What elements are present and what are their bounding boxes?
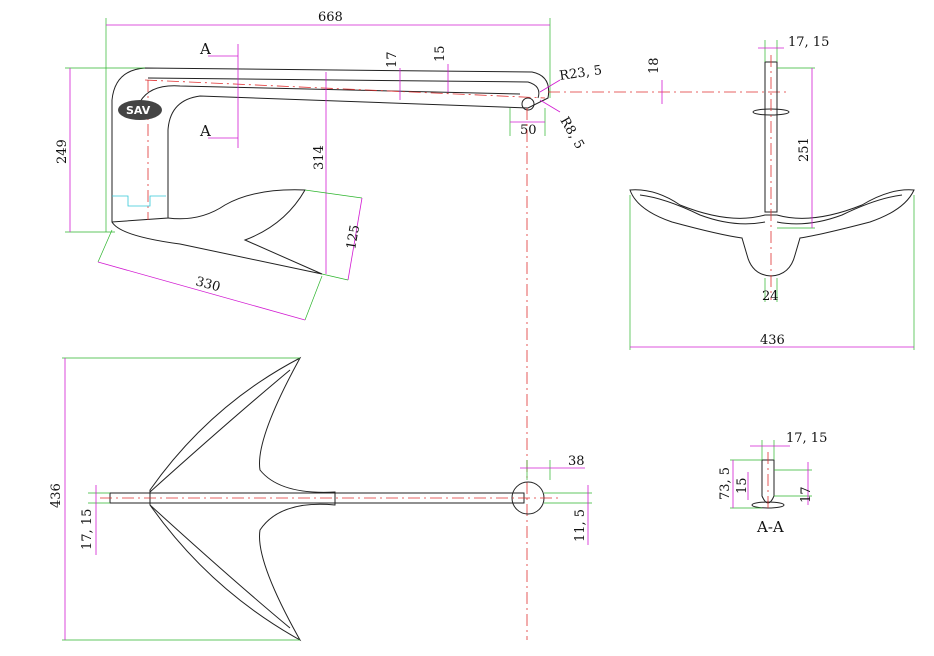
fluke-outline [111,189,323,275]
dim-radius-inner-label: R8, 5 [557,115,587,152]
section-dim-total-label: 73, 5 [718,467,733,500]
dim-tip-label: 50 [520,123,537,138]
shank-outline [111,67,550,223]
section-dim-side-label: 17 [799,486,814,503]
top-dim-width-label: 17, 15 [80,509,95,550]
dim-height-label: 249 [55,139,70,164]
dim-shank-thick-label: 17 [385,51,400,68]
brand-logo: SAV [118,100,162,120]
side-view: SAV 668 A A 249 314 17 15 R23, 5 R8, 5 [55,10,603,321]
dim-radius-outer-label: R23, 5 [558,63,603,84]
top-view: 436 17, 15 38 11, 5 [49,356,592,642]
top-dim-span-label: 436 [49,483,64,508]
section-mark-top: A [199,40,211,58]
top-dim-eye-offset-label: 11, 5 [573,509,588,542]
shackle-eye [521,97,535,111]
dim-fluke-len-label: 330 [194,274,222,295]
section-dim-inner-label: 15 [735,477,750,494]
side-centerline [144,79,546,99]
dim-fluke-height-line [347,197,363,281]
section-title: A-A [756,518,784,536]
shank-inner-curve [139,85,521,103]
dim-fluke-height-label: 125 [344,224,363,251]
top-dim-eye-label: 38 [568,454,585,469]
section-dim-width-label: 17, 15 [786,431,827,446]
front-dim-height-label: 251 [797,137,812,162]
svg-text:SAV: SAV [126,104,151,117]
dim-depth-label: 314 [312,145,327,170]
section-view: 17, 15 73, 5 15 17 A-A [718,431,827,536]
front-dim-span-label: 436 [760,333,785,348]
section-mark-bottom: A [199,122,211,140]
shank-inner-line [147,77,540,99]
dim-shank-taper-label: 15 [433,45,448,62]
front-dim-width-label: 17, 15 [788,35,829,50]
front-fluke-outline [629,189,915,277]
dim-length-label: 668 [318,10,343,25]
front-view: 17, 15 18 251 24 436 [629,35,915,350]
top-fluke-outline [149,356,336,642]
front-dim-offset-label: 18 [647,57,662,74]
front-dim-keel-label: 24 [762,289,779,304]
dim-fluke-len-line [97,261,306,321]
